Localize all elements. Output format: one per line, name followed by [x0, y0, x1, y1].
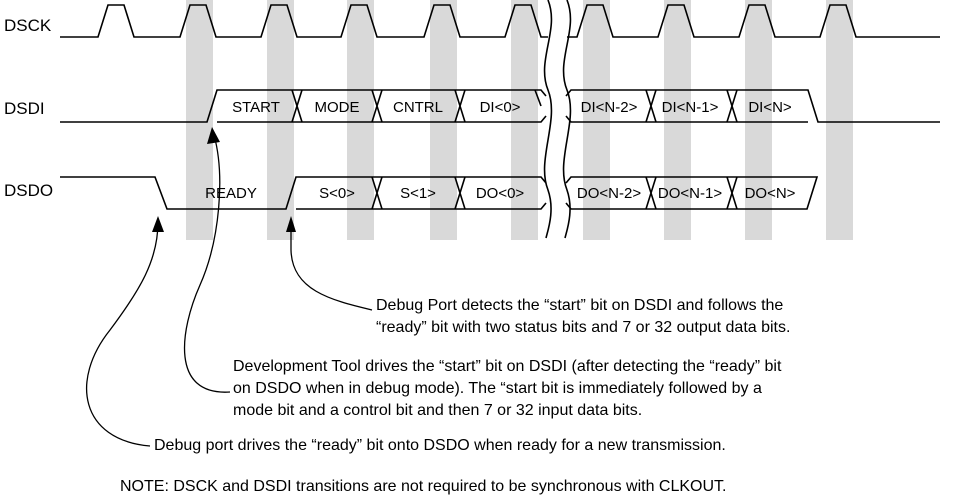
dsck-label: DSCK — [4, 16, 52, 35]
arrow-debug-port-detects — [290, 220, 373, 311]
sample-band — [186, 0, 213, 240]
sample-band — [664, 0, 691, 240]
leader-arrows — [86, 127, 373, 447]
sample-band — [430, 0, 457, 240]
dsdi-field-di-n: DI<N> — [748, 99, 792, 116]
dsdo-field-do-n: DO<N> — [745, 185, 796, 202]
dsdo-label: DSDO — [4, 181, 53, 200]
dsdo-field-s0: S<0> — [319, 185, 355, 202]
arrowhead-dev-tool-drives — [207, 127, 220, 144]
arrowhead-debug-port-drives — [152, 216, 164, 232]
dsdo-field-ready: READY — [205, 185, 257, 202]
dsdi-field-cntrl: CNTRL — [393, 99, 443, 116]
sample-band — [826, 0, 853, 240]
dsdo-fields: READY S<0> S<1> DO<0> DO<N-2> DO<N-1> DO… — [205, 185, 796, 202]
arrow-debug-port-drives — [86, 221, 159, 447]
dsdi-field-di-n-1: DI<N-1> — [662, 99, 719, 116]
dsck-waveform — [60, 4, 940, 38]
annotation-debug-port-detects-1: Debug Port detects the “start” bit on DS… — [376, 297, 783, 314]
dsdi-field-mode: MODE — [315, 99, 360, 116]
sample-band — [267, 0, 294, 240]
sample-band — [347, 0, 374, 240]
dsdi-field-di0: DI<0> — [480, 99, 521, 116]
sample-band — [745, 0, 772, 240]
dsdo-field-s1: S<1> — [400, 185, 436, 202]
annotation-dev-tool-drives-1: Development Tool drives the “start” bit … — [233, 358, 782, 375]
dsdo-field-do-n-1: DO<N-1> — [658, 185, 722, 202]
sample-band — [583, 0, 610, 240]
arrowhead-debug-port-detects — [286, 216, 296, 232]
annotation-dev-tool-drives-2: on DSDO when in debug mode). The “start … — [233, 380, 762, 397]
dsdo-field-do0: DO<0> — [476, 185, 525, 202]
dsdi-field-di-n-2: DI<N-2> — [581, 99, 638, 116]
sample-bands — [186, 0, 853, 240]
dsdi-fields: START MODE CNTRL DI<0> DI<N-2> DI<N-1> D… — [232, 99, 792, 116]
annotation-debug-port-drives: Debug port drives the “ready” bit onto D… — [154, 437, 726, 454]
dsdi-waveform — [60, 89, 940, 123]
time-break — [543, 0, 572, 239]
sample-band — [511, 0, 538, 240]
dsdo-field-do-n-2: DO<N-2> — [577, 185, 641, 202]
dsdi-label: DSDI — [4, 99, 45, 118]
dsdi-field-start: START — [232, 99, 280, 116]
footnote: NOTE: DSCK and DSDI transitions are not … — [120, 478, 726, 495]
annotation-debug-port-detects-2: “ready” bit with two status bits and 7 o… — [376, 319, 790, 336]
annotation-dev-tool-drives-3: mode bit and a control bit and then 7 or… — [233, 402, 642, 419]
arrow-dev-tool-drives — [183, 134, 231, 393]
